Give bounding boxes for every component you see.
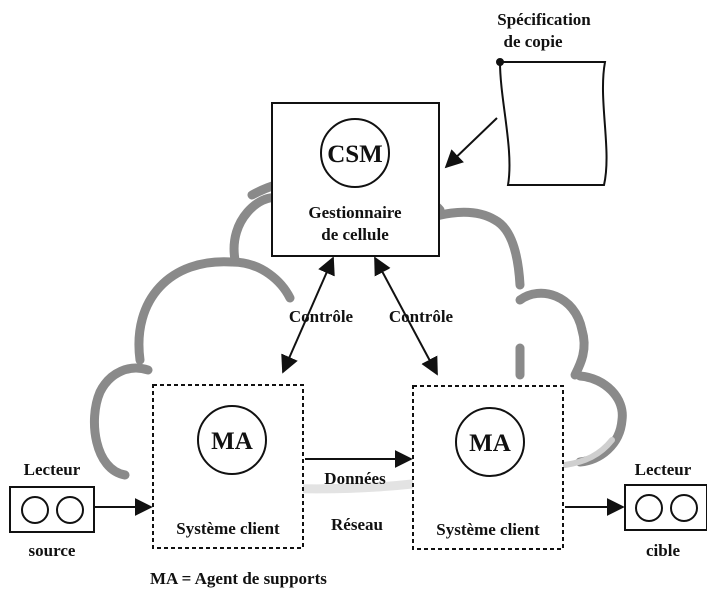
spec-label-line2: de copie (503, 32, 562, 51)
reader-source-reel-right (56, 496, 84, 524)
legend-text: MA = Agent de supports (150, 569, 327, 588)
reader-source-bottom-label: source (29, 541, 76, 560)
ma-acronym-right: MA (469, 430, 511, 457)
ma-circle-right (455, 407, 525, 477)
spec-document-icon (496, 58, 608, 186)
ma-acronym-left: MA (211, 428, 253, 455)
reader-source-top-label: Lecteur (24, 460, 81, 479)
csm-circle (320, 118, 390, 188)
client-label-right: Système client (436, 520, 540, 539)
reader-target-reel-left (635, 494, 663, 522)
control-arrow-left (281, 256, 335, 374)
csm-label-line1: Gestionnaire (308, 203, 402, 222)
client-label-left: Système client (176, 519, 280, 538)
csm-label-line2: de cellule (321, 225, 389, 244)
reader-target-top-label: Lecteur (635, 460, 692, 479)
control-arrow-right (374, 256, 438, 376)
data-label: Données (324, 469, 386, 488)
control-label-right: Contrôle (389, 307, 454, 326)
spec-arrow (444, 117, 498, 169)
reader-source-reel-left (21, 496, 49, 524)
network-label: Réseau (331, 515, 383, 534)
reader-target-reel-right (670, 494, 698, 522)
spec-label-line1: Spécification (497, 10, 591, 29)
control-label-left: Contrôle (289, 307, 354, 326)
cloud-lower-edge-right (562, 437, 615, 468)
csm-acronym: CSM (327, 141, 383, 168)
ma-circle-left (197, 405, 267, 475)
reader-target-bottom-label: cible (646, 541, 680, 560)
